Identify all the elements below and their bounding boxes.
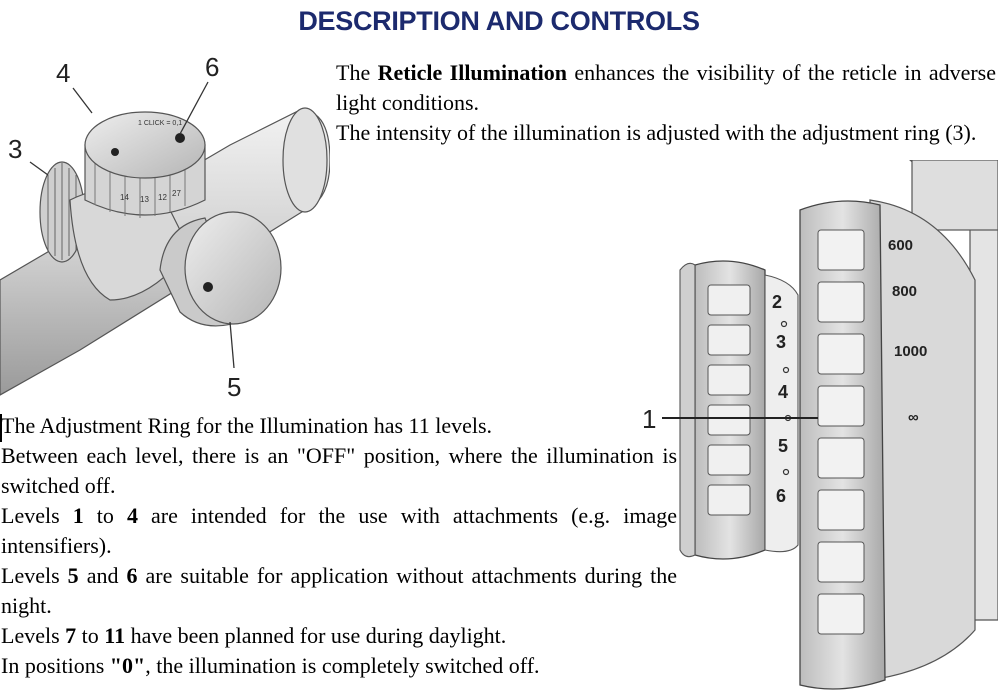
distance-infinity: ∞ — [908, 409, 919, 426]
text-cursor — [0, 414, 2, 442]
callout-1: 1 — [642, 404, 656, 434]
ring-level-2: 2 — [772, 292, 782, 312]
levels-line-6: In positions "0", the illumination is co… — [1, 653, 540, 678]
intro-text: The Reticle Illumination enhances the vi… — [336, 58, 996, 148]
distance-800: 800 — [892, 283, 917, 300]
callout-5: 5 — [227, 372, 241, 400]
callout-6: 6 — [205, 52, 219, 82]
ring-level-6: 6 — [776, 486, 786, 506]
turret-engraving: 1 CLICK = 0,1 — [138, 120, 182, 127]
illumination-adjustment-ring — [679, 260, 799, 560]
callout-4: 4 — [56, 58, 70, 88]
turret-mark: 14 — [120, 193, 129, 202]
page-title: DESCRIPTION AND CONTROLS — [298, 6, 700, 36]
turret-mark: 12 — [158, 193, 167, 202]
turret-mark: 13 — [140, 195, 149, 204]
levels-line-2: Between each level, there is an "OFF" po… — [1, 443, 677, 498]
levels-line-5: Levels 7 to 11 have been planned for use… — [1, 623, 507, 648]
reticle-illumination-term: Reticle Illumination — [377, 60, 568, 85]
levels-line-1: The Adjustment Ring for the Illumination… — [1, 413, 493, 438]
distance-ring — [799, 200, 886, 690]
turret-mark: 27 — [172, 189, 181, 198]
adjustment-ring-illustration: 2 3 4 5 6 600 800 1000 ∞ 1 — [642, 160, 998, 690]
ring-level-3: 3 — [776, 332, 786, 352]
ring-level-4: 4 — [778, 382, 788, 402]
scope-turret-illustration: 14 13 12 27 1 CLICK = 0,1 4 6 3 5 — [0, 52, 330, 400]
levels-line-3: Levels 1 to 4 are intended for the use w… — [1, 503, 677, 558]
levels-text: The Adjustment Ring for the Illumination… — [1, 411, 677, 681]
callout-3: 3 — [8, 134, 22, 164]
distance-1000: 1000 — [894, 343, 927, 360]
levels-line-4: Levels 5 and 6 are suitable for applicat… — [1, 563, 677, 618]
elevation-turret: 14 13 12 27 1 CLICK = 0,1 — [84, 111, 206, 218]
windage-turret — [159, 211, 282, 327]
ring-level-5: 5 — [778, 436, 788, 456]
distance-600: 600 — [888, 237, 913, 254]
intro-sentence-1: The Reticle Illumination enhances the vi… — [336, 60, 997, 115]
intro-sentence-2: The intensity of the illumination is adj… — [336, 120, 977, 145]
